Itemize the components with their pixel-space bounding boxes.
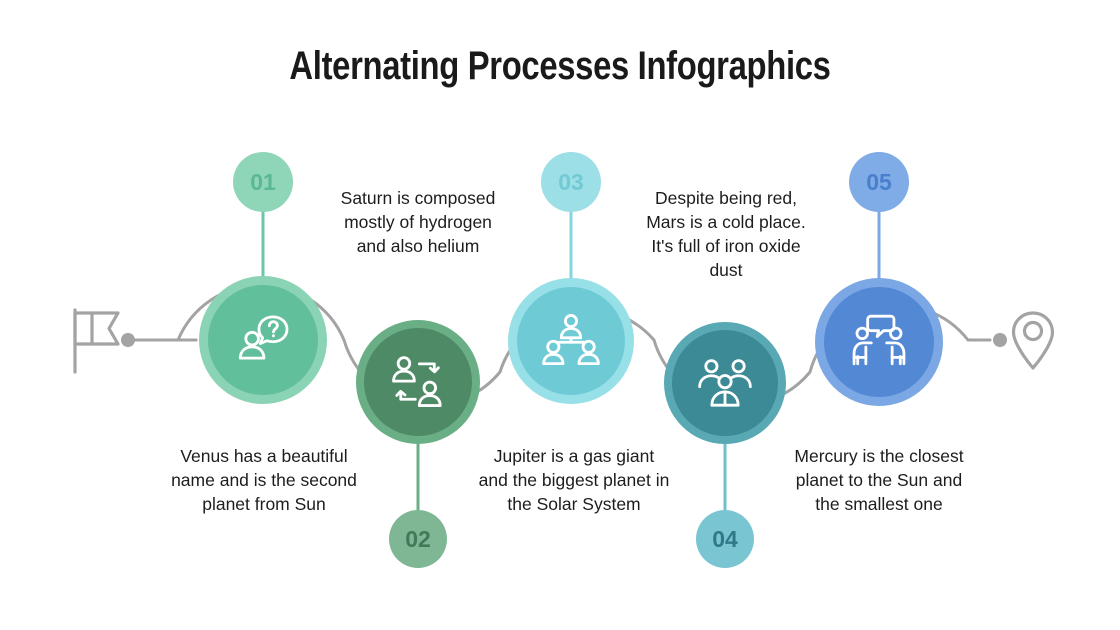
step-badge-02[interactable]: 02 <box>389 510 447 568</box>
people-exchange-icon <box>392 356 442 407</box>
step-number-05: 05 <box>866 168 892 195</box>
step-core-05 <box>824 287 934 397</box>
people-group-icon <box>698 359 752 407</box>
step-circle-01[interactable] <box>199 276 327 404</box>
step-badge-01[interactable]: 01 <box>233 152 293 212</box>
page-title: Alternating Processes Infographics <box>289 44 831 88</box>
step-number-04: 04 <box>712 525 738 552</box>
step-caption-02: Saturn is composed mostly of hydrogen an… <box>340 188 496 257</box>
step-core-01 <box>208 285 318 395</box>
step-number-03: 03 <box>558 168 584 195</box>
org-chart-icon <box>542 314 600 366</box>
step-circle-03[interactable] <box>508 278 634 404</box>
person-question-icon <box>238 315 289 360</box>
step-caption-03: Jupiter is a gas giant and the biggest p… <box>478 446 670 515</box>
step-core-04 <box>672 330 778 436</box>
step-circle-05[interactable] <box>815 278 943 406</box>
step-caption-04: Despite being red, Mars is a cold place.… <box>646 188 806 281</box>
step-number-01: 01 <box>250 168 276 195</box>
step-caption-01: Venus has a beautiful name and is the se… <box>171 446 357 515</box>
step-core-02 <box>364 328 472 436</box>
map-pin-icon <box>1010 310 1056 377</box>
step-badge-04[interactable]: 04 <box>696 510 754 568</box>
step-core-03 <box>517 287 625 395</box>
step-badge-03[interactable]: 03 <box>541 152 601 212</box>
step-caption-05: Mercury is the closest planet to the Sun… <box>794 446 964 515</box>
people-talking-icon <box>852 314 906 366</box>
step-number-02: 02 <box>405 525 431 552</box>
step-circle-04[interactable] <box>664 322 786 444</box>
step-badge-05[interactable]: 05 <box>849 152 909 212</box>
flag-icon <box>66 304 122 381</box>
end-connector <box>993 333 1007 347</box>
step-circle-02[interactable] <box>356 320 480 444</box>
